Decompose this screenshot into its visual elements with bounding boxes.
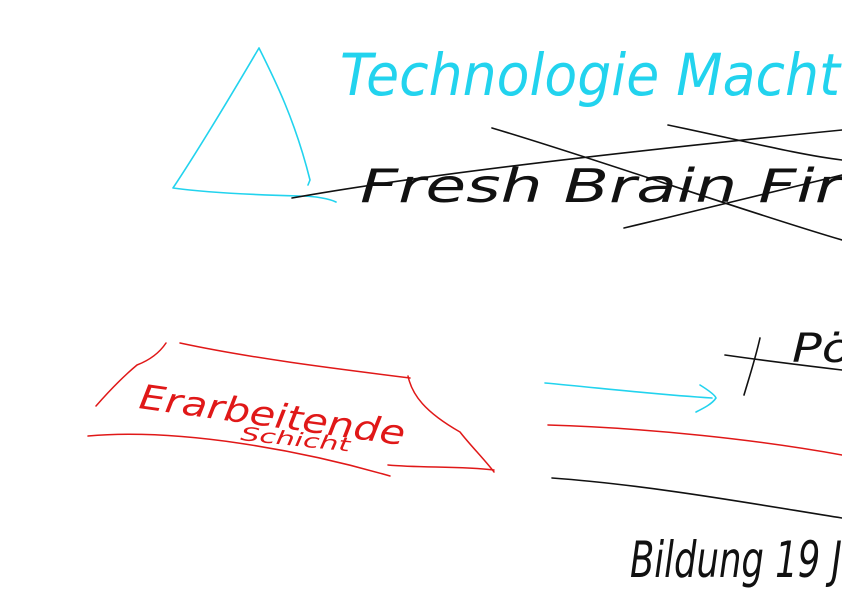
title-handwriting: Technologie Macht (340, 41, 842, 109)
triangle-shape (172, 47, 337, 203)
arrow-shaft (544, 382, 713, 399)
black-line (551, 477, 842, 519)
layer-shape-top (179, 342, 411, 379)
strike-line-2 (491, 127, 842, 241)
layer-shape-bottom (87, 433, 495, 477)
cross-mark-horizontal (724, 354, 842, 371)
layer-shape (95, 342, 167, 407)
right-label: Pö (792, 326, 842, 372)
layer-shape-right (407, 375, 495, 473)
cross-mark-vertical (743, 337, 761, 396)
strike-line-4 (623, 174, 842, 229)
crossed-out-handwriting: Fresh Brain Fir (360, 159, 842, 213)
strike-line-1 (291, 129, 842, 199)
strike-line-3 (667, 124, 842, 161)
red-line (547, 424, 842, 456)
bottom-handwriting: Bildung 19 J (630, 531, 842, 589)
arrow-head (695, 384, 717, 413)
